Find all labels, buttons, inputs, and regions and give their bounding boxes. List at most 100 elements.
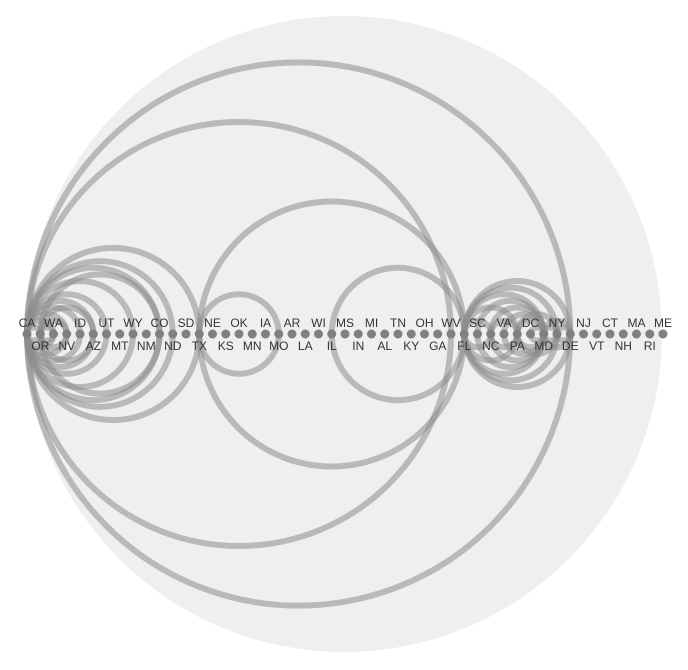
node-oh: [420, 329, 429, 339]
node-label-ky: KY: [403, 339, 419, 353]
node-label-mn: MN: [243, 339, 262, 353]
node-label-ut: UT: [99, 316, 116, 330]
node-ms: [340, 329, 350, 339]
node-wv: [446, 329, 456, 339]
node-la: [300, 329, 310, 339]
node-nm: [141, 329, 151, 339]
node-sc: [473, 329, 482, 339]
node-de: [565, 329, 575, 339]
node-ia: [261, 329, 270, 339]
node-label-ok: OK: [230, 316, 247, 330]
node-label-ma: MA: [628, 316, 646, 330]
node-label-ny: NY: [549, 316, 566, 330]
node-label-il: IL: [327, 339, 337, 353]
node-label-nm: NM: [137, 339, 156, 353]
node-label-pa: PA: [510, 339, 525, 353]
node-label-co: CO: [151, 316, 169, 330]
node-tx: [194, 329, 204, 339]
node-label-tn: TN: [390, 316, 406, 330]
node-tn: [393, 329, 403, 339]
node-in: [353, 329, 363, 339]
node-label-ia: IA: [260, 316, 271, 330]
node-label-fl: FL: [457, 339, 471, 353]
node-ar: [287, 329, 297, 339]
node-il: [327, 329, 337, 339]
label-layer: CAORWANVIDAZUTMTWYNMCONDSDTXNEKSOKMNIAMO…: [19, 316, 672, 353]
node-nj: [579, 329, 588, 339]
node-dc: [526, 329, 535, 339]
node-label-ar: AR: [284, 316, 301, 330]
node-label-sd: SD: [178, 316, 195, 330]
node-label-wi: WI: [311, 316, 326, 330]
node-ma: [632, 329, 641, 339]
node-label-la: LA: [298, 339, 313, 353]
node-label-vt: VT: [589, 339, 605, 353]
node-label-ct: CT: [602, 316, 619, 330]
node-sd: [181, 329, 191, 339]
node-label-nc: NC: [482, 339, 500, 353]
node-label-ga: GA: [429, 339, 446, 353]
node-wa: [49, 329, 58, 339]
node-label-in: IN: [352, 339, 364, 353]
node-label-wy: WY: [123, 316, 142, 330]
node-label-mt: MT: [111, 339, 129, 353]
node-label-va: VA: [496, 316, 511, 330]
node-layer: [22, 329, 668, 339]
node-nc: [486, 329, 496, 339]
node-nh: [618, 329, 628, 339]
node-co: [155, 329, 164, 339]
node-wi: [314, 329, 323, 339]
node-ut: [102, 329, 111, 339]
node-label-mo: MO: [269, 339, 288, 353]
node-vt: [592, 329, 602, 339]
node-ks: [221, 329, 231, 339]
node-id: [75, 329, 85, 339]
node-label-tx: TX: [192, 339, 207, 353]
node-label-me: ME: [654, 316, 672, 330]
node-label-dc: DC: [522, 316, 540, 330]
node-va: [499, 329, 509, 339]
node-nv: [62, 329, 72, 339]
node-label-sc: SC: [469, 316, 486, 330]
node-al: [380, 329, 390, 339]
node-or: [35, 329, 45, 339]
node-mo: [274, 329, 284, 339]
node-label-ne: NE: [204, 316, 221, 330]
node-label-or: OR: [31, 339, 49, 353]
node-label-az: AZ: [86, 339, 101, 353]
node-ky: [406, 329, 416, 339]
node-label-wv: WV: [441, 316, 460, 330]
node-ri: [645, 329, 655, 339]
node-ga: [433, 329, 443, 339]
node-label-de: DE: [562, 339, 579, 353]
node-me: [658, 329, 668, 339]
node-mi: [367, 329, 376, 339]
node-fl: [459, 329, 469, 339]
node-ny: [552, 329, 562, 339]
node-mn: [247, 329, 257, 339]
node-pa: [512, 329, 522, 339]
node-ca: [22, 329, 32, 339]
node-nd: [168, 329, 178, 339]
node-md: [539, 329, 549, 339]
node-label-nh: NH: [615, 339, 632, 353]
node-label-nv: NV: [58, 339, 75, 353]
node-label-ca: CA: [19, 316, 36, 330]
node-label-nd: ND: [164, 339, 182, 353]
node-label-ms: MS: [336, 316, 354, 330]
node-label-ri: RI: [644, 339, 656, 353]
node-label-nj: NJ: [576, 316, 591, 330]
node-label-oh: OH: [416, 316, 434, 330]
node-az: [88, 329, 98, 339]
node-ok: [234, 329, 244, 339]
node-label-al: AL: [377, 339, 392, 353]
node-label-ks: KS: [218, 339, 234, 353]
node-ct: [605, 329, 615, 339]
node-label-mi: MI: [365, 316, 378, 330]
node-ne: [208, 329, 217, 339]
node-label-id: ID: [74, 316, 86, 330]
node-label-md: MD: [534, 339, 553, 353]
node-mt: [115, 329, 125, 339]
